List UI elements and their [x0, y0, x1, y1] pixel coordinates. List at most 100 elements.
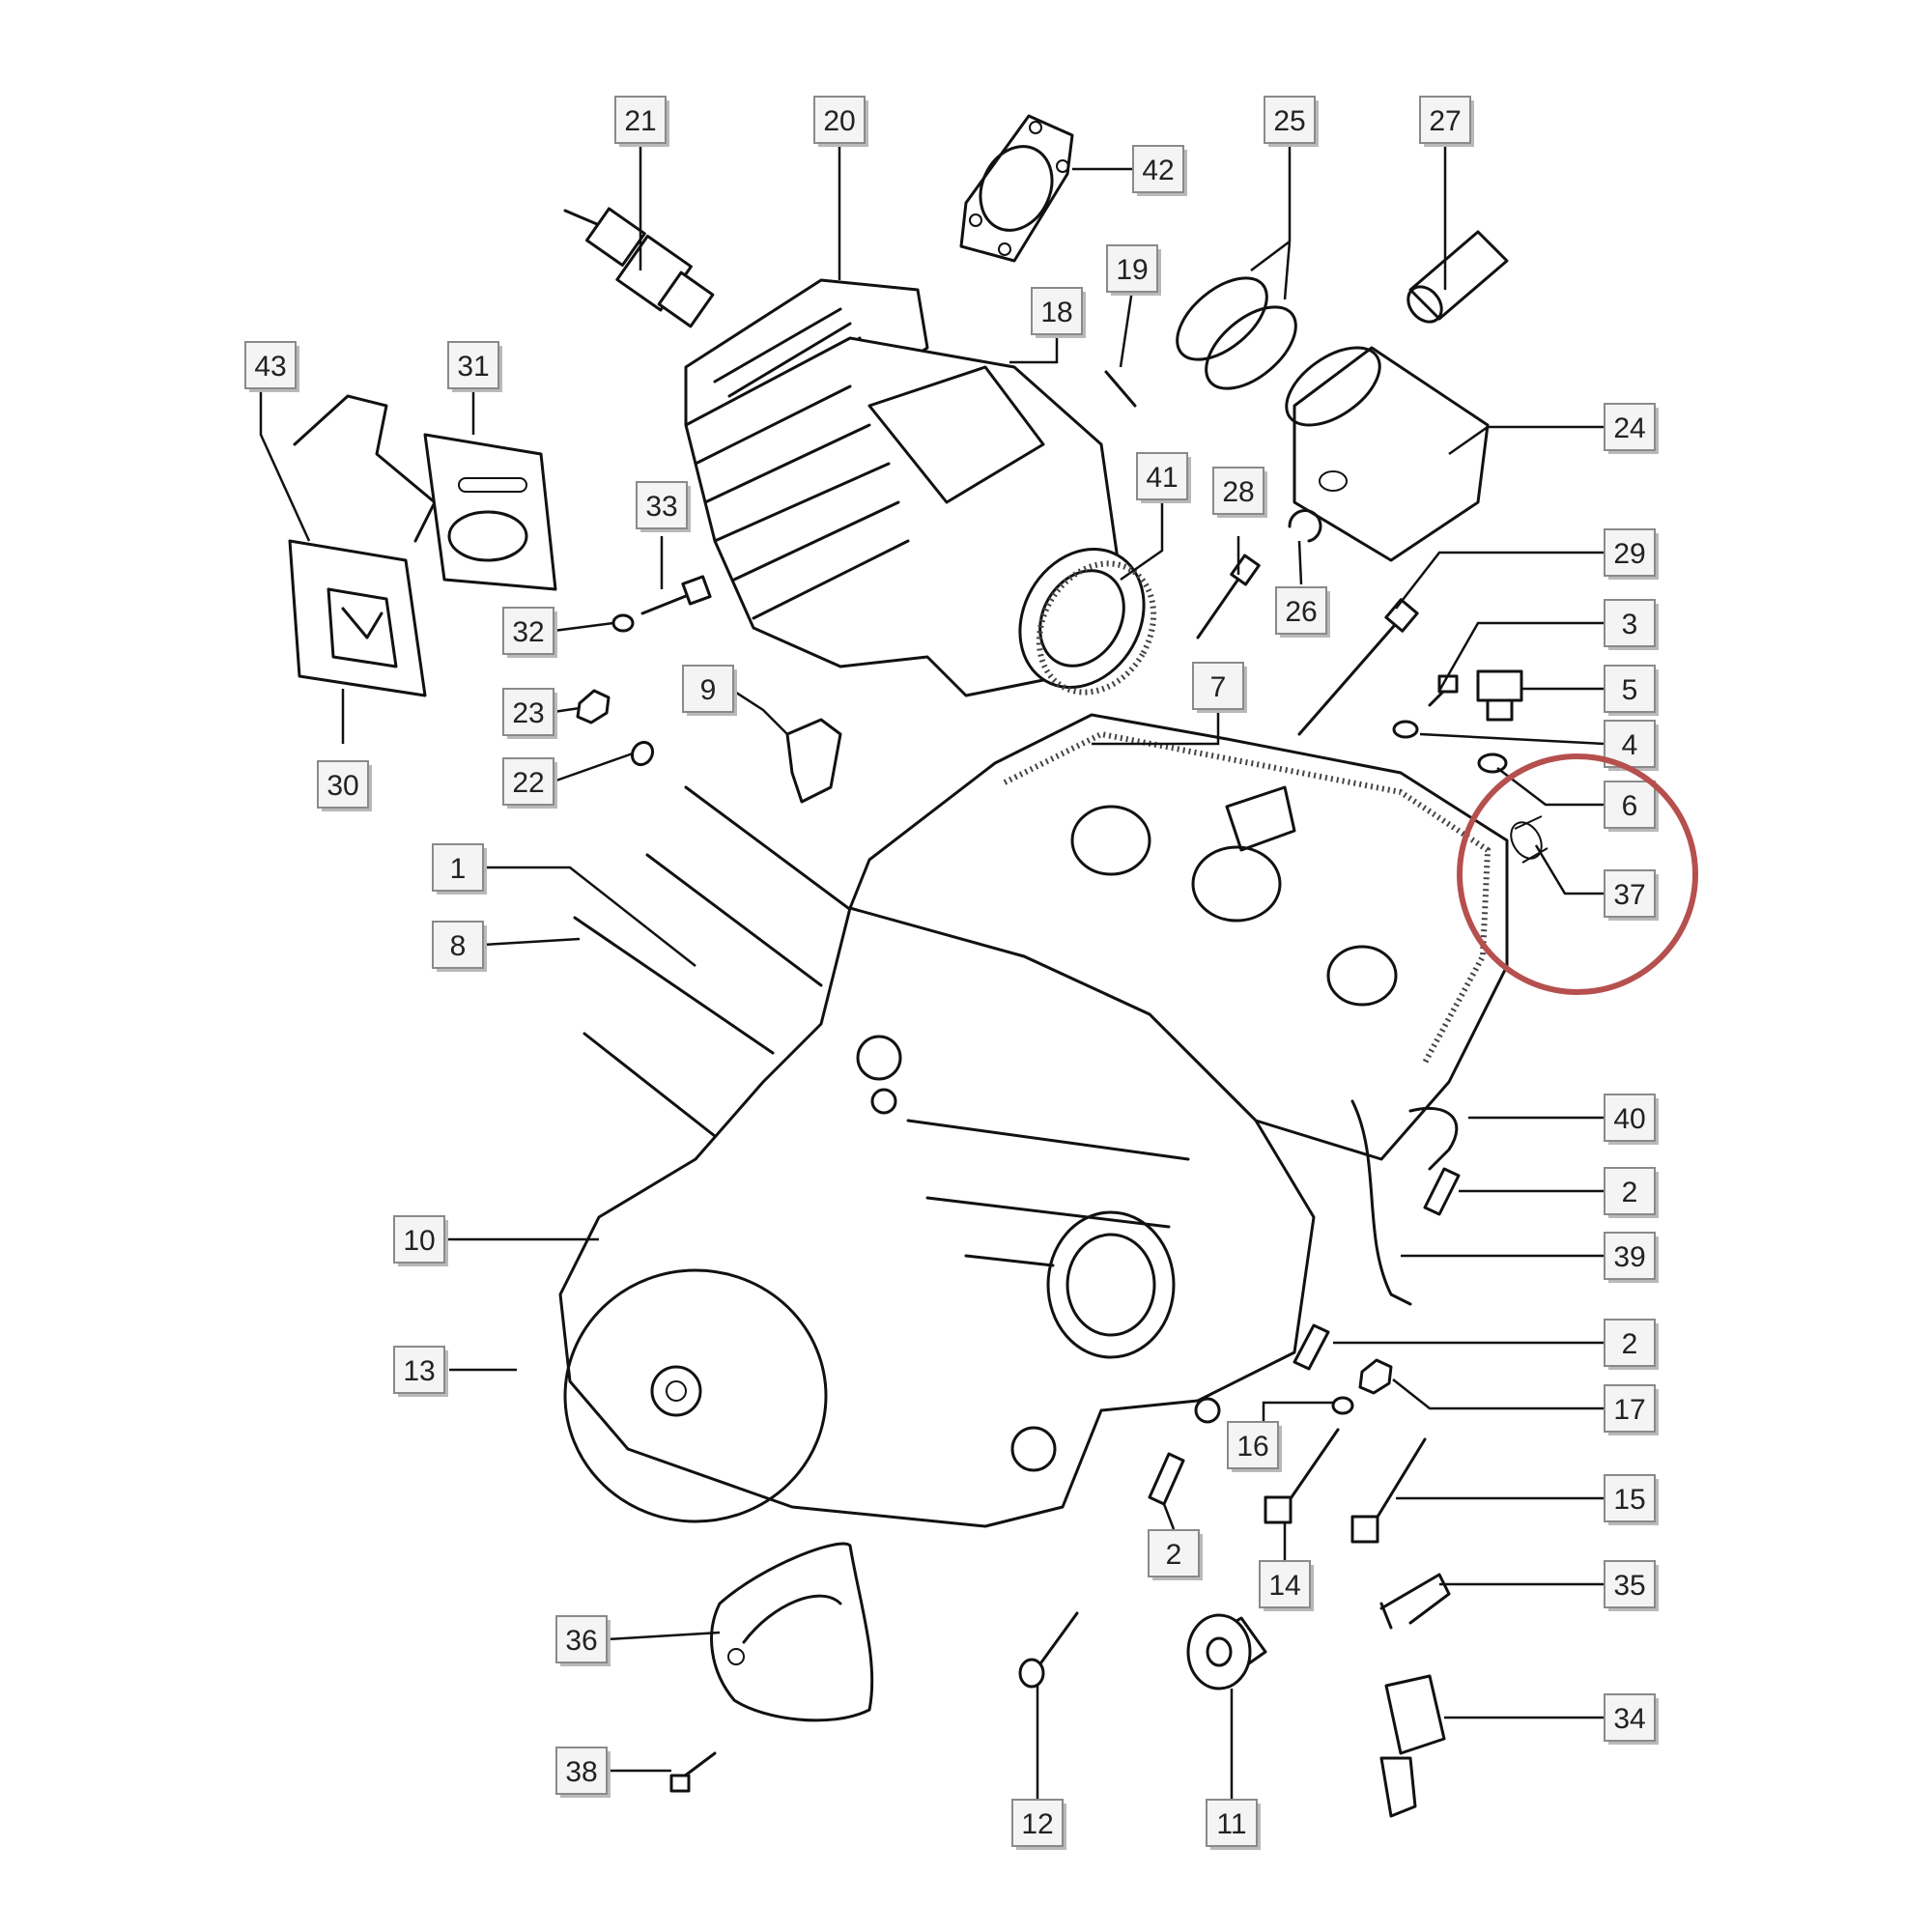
callout-c41: 41 [1136, 452, 1191, 503]
callout-c13: 13 [393, 1346, 448, 1397]
callout-c2c: 2 [1148, 1529, 1203, 1580]
callout-number: 36 [565, 1625, 597, 1657]
callout-box [393, 1346, 445, 1394]
callout-box [1604, 869, 1656, 918]
callout-c21: 21 [614, 96, 669, 147]
part-19-stud [1104, 370, 1137, 408]
callout-number: 32 [512, 616, 544, 648]
part-4-washer [1392, 720, 1419, 739]
part-14-bolt [1264, 1428, 1340, 1524]
callout-number: 42 [1142, 155, 1174, 186]
callout-box [1106, 244, 1158, 293]
callout-box [317, 760, 369, 809]
callout-c6: 6 [1604, 781, 1659, 832]
callout-number: 43 [254, 351, 286, 383]
callout-number: 11 [1216, 1808, 1246, 1840]
callout-c30: 30 [317, 760, 372, 811]
callout-number: 8 [450, 930, 467, 962]
callout-c12: 12 [1011, 1799, 1066, 1850]
part-31-reed-gasket [423, 433, 557, 591]
callout-box [813, 96, 866, 144]
callout-number: 15 [1613, 1484, 1645, 1516]
part-40-wire [1408, 1106, 1459, 1171]
callout-number: 9 [700, 674, 717, 706]
callout-box [1604, 781, 1656, 829]
callout-c25: 25 [1264, 96, 1319, 147]
callout-c32: 32 [502, 607, 557, 658]
callout-number: 5 [1622, 674, 1638, 706]
highlight-circle [1457, 753, 1698, 995]
callout-number: 28 [1222, 476, 1254, 508]
callout-number: 37 [1613, 879, 1645, 911]
callout-c22: 22 [502, 757, 557, 809]
callout-c27: 27 [1419, 96, 1474, 147]
callout-box [1275, 586, 1327, 635]
callout-c1: 1 [432, 843, 487, 895]
callout-c39: 39 [1604, 1232, 1659, 1283]
callout-box [614, 96, 667, 144]
callout-box [636, 481, 688, 529]
callout-c14: 14 [1259, 1560, 1314, 1611]
callout-c26: 26 [1275, 586, 1330, 638]
callout-c2a: 2 [1604, 1167, 1659, 1218]
part-42-head-gasket [959, 114, 1074, 263]
callout-c28: 28 [1212, 467, 1267, 518]
callout-c17: 17 [1604, 1384, 1659, 1435]
callout-number: 2 [1622, 1328, 1638, 1360]
callout-number: 38 [565, 1756, 597, 1788]
callout-box [1419, 96, 1471, 144]
callout-number: 34 [1613, 1703, 1645, 1735]
callout-c29: 29 [1604, 528, 1659, 580]
callout-number: 30 [327, 770, 358, 802]
callout-box [244, 341, 297, 389]
callout-number: 2 [1622, 1177, 1638, 1208]
part-29-stud [1297, 598, 1419, 736]
callout-box [1192, 662, 1244, 710]
callout-number: 2 [1166, 1539, 1182, 1571]
callout-box [1206, 1799, 1258, 1847]
part-2-dowel-c [1148, 1452, 1185, 1506]
part-2-dowel-b [1293, 1323, 1330, 1371]
part-10-crankcase [558, 906, 1316, 1528]
callout-box [1604, 665, 1656, 713]
callout-number: 1 [450, 853, 467, 885]
callout-box [1604, 1560, 1656, 1608]
part-25-piston-rings [1176, 276, 1297, 390]
callout-c8: 8 [432, 921, 487, 972]
part-22-washer [630, 740, 655, 767]
callout-box [1132, 145, 1184, 193]
callout-c43: 43 [244, 341, 299, 392]
callout-box [502, 607, 554, 655]
callout-number: 19 [1116, 254, 1148, 286]
callout-c16: 16 [1227, 1421, 1282, 1472]
callout-c40: 40 [1604, 1094, 1659, 1145]
part-11-rubber-bushing [1186, 1613, 1267, 1690]
callout-number: 10 [403, 1225, 435, 1257]
callout-number: 13 [403, 1355, 435, 1387]
part-41-gasket [1036, 560, 1157, 696]
callout-number: 7 [1210, 671, 1227, 703]
callout-box [682, 665, 734, 713]
part-2-dowel-a [1423, 1167, 1461, 1216]
callout-box [432, 843, 484, 892]
callout-box [1604, 1167, 1656, 1215]
callout-number: 4 [1622, 729, 1638, 761]
callout-c3: 3 [1604, 599, 1659, 650]
callout-number: 35 [1613, 1570, 1645, 1602]
callout-c23: 23 [502, 688, 557, 739]
callout-box [1604, 403, 1656, 451]
callout-number: 41 [1146, 462, 1178, 494]
callout-c9: 9 [682, 665, 737, 716]
callout-c24: 24 [1604, 403, 1659, 454]
part-21-spark-plug [563, 207, 715, 328]
callout-number: 26 [1285, 596, 1317, 628]
callout-box [502, 757, 554, 806]
callout-c10: 10 [393, 1215, 448, 1266]
callout-c2b: 2 [1604, 1319, 1659, 1370]
callout-box [432, 921, 484, 969]
callout-c42: 42 [1132, 145, 1187, 196]
callout-number: 31 [457, 351, 489, 383]
part-12-bolt [1018, 1611, 1079, 1689]
